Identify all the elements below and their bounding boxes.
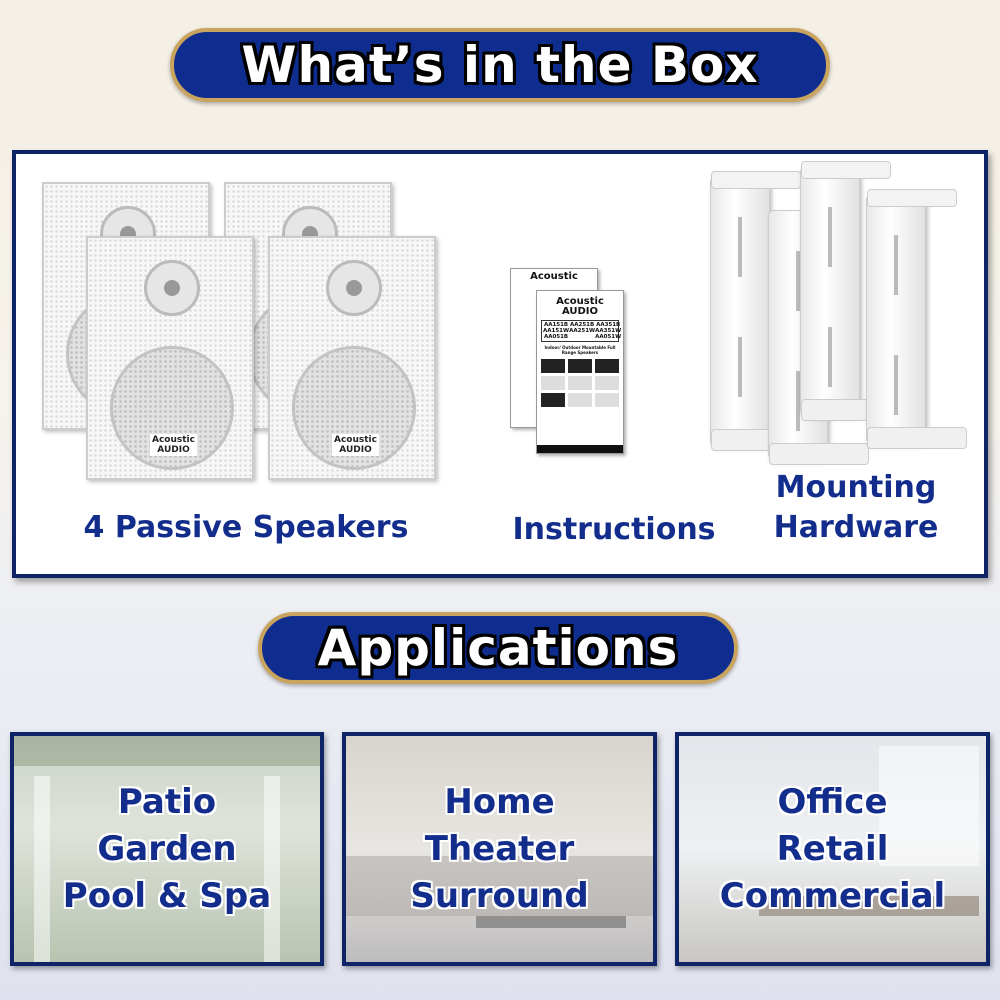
applications-banner: Applications (258, 612, 738, 684)
speakers-label: 4 Passive Speakers (83, 510, 409, 545)
mounting-bracket (800, 161, 901, 421)
mounting-bracket (710, 171, 811, 451)
whats-in-the-box-banner: What’s in the Box (170, 28, 830, 102)
instructions-label: Instructions (512, 512, 716, 547)
banner-title: What’s in the Box (241, 36, 759, 94)
applications-title: Applications (317, 619, 679, 677)
mounting-bracket (866, 189, 967, 449)
